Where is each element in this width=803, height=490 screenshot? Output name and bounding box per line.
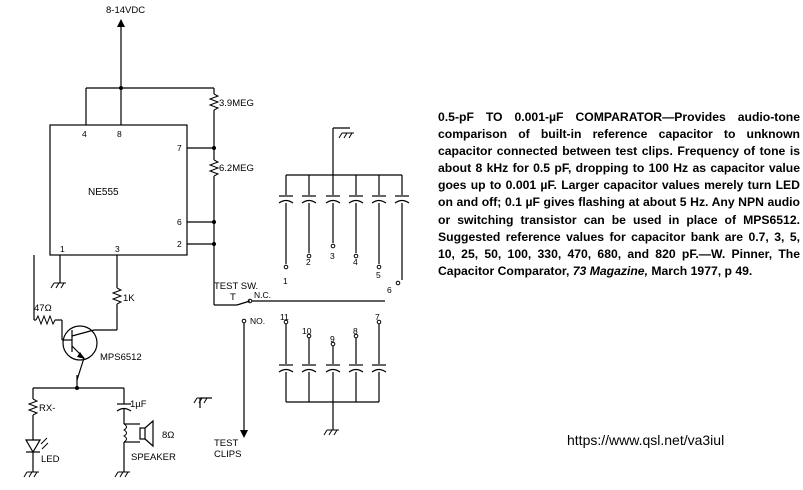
bank-bottom-7: 7 — [375, 312, 380, 322]
pin-3: 3 — [115, 244, 120, 254]
switch-t: T — [230, 292, 236, 303]
emitter-network — [23, 375, 154, 478]
bank-bottom-11: 11 — [280, 312, 289, 322]
switch-no: NO. — [250, 316, 265, 326]
output-resistor — [94, 255, 123, 331]
bank-top-6: 6 — [387, 285, 392, 295]
r-1k: 1K — [123, 293, 135, 304]
pin-1: 1 — [60, 244, 65, 254]
speaker-ohms: 8Ω — [162, 430, 174, 441]
caption-title: 0.5-pF TO 0.001-µF COMPARATOR— — [438, 110, 675, 124]
transistor-label: MPS6512 — [100, 352, 142, 363]
led-label: LED — [41, 454, 60, 465]
speaker-label: SPEAKER — [131, 452, 176, 463]
bank-top-5: 5 — [376, 270, 381, 280]
bank-bottom-8: 8 — [353, 326, 358, 336]
caption-body: Provides audio-tone comparison of built-… — [438, 110, 801, 278]
r-rx: RX- — [39, 403, 55, 414]
pin-6: 6 — [177, 217, 182, 227]
ne555-ic — [49, 124, 188, 256]
figure-caption: 0.5-pF TO 0.001-µF COMPARATOR—Provides a… — [438, 109, 800, 280]
test-switch — [213, 289, 385, 438]
comparator-schematic: 8-14VDC NE555 4 8 7 6 2 1 3 3.9MEG 6.2ME… — [23, 5, 410, 478]
pin-4: 4 — [82, 129, 87, 139]
bank-bottom-9: 9 — [330, 334, 335, 344]
bank-bottom-10: 10 — [302, 326, 312, 336]
test-clips-line1: TEST — [214, 438, 238, 449]
timing-resistors — [187, 88, 220, 289]
test-clips-line2: CLIPS — [214, 449, 241, 460]
base-resistor — [33, 255, 63, 340]
pin-8: 8 — [117, 129, 122, 139]
caption-tail: March 1977, p 49. — [647, 263, 753, 278]
bank-top-2: 2 — [306, 257, 311, 267]
r-3-9meg: 3.9MEG — [219, 98, 254, 109]
source-url: https://www.qsl.net/va3iul — [567, 432, 725, 448]
caption-magazine: 73 Magazine, — [572, 263, 648, 278]
cap-1uf-label: 1µF — [130, 399, 147, 410]
bank-top-3: 3 — [330, 251, 335, 261]
transistor-mps6512 — [62, 325, 98, 381]
bank-top-4: 4 — [353, 257, 358, 267]
bank-top-1: 1 — [283, 276, 288, 286]
pin-2: 2 — [177, 239, 182, 249]
supply-rail — [85, 19, 214, 125]
supply-label: 8-14VDC — [106, 5, 145, 16]
capacitor-bank-lower — [278, 319, 387, 436]
pin-7: 7 — [177, 143, 182, 153]
r-6-2meg: 6.2MEG — [219, 163, 254, 174]
ic-name: NE555 — [88, 187, 119, 198]
switch-nc: N.C. — [254, 290, 271, 300]
r-47: 47Ω — [34, 303, 52, 314]
switch-label: TEST SW. — [214, 281, 258, 292]
capacitor-bank-upper — [278, 127, 410, 286]
